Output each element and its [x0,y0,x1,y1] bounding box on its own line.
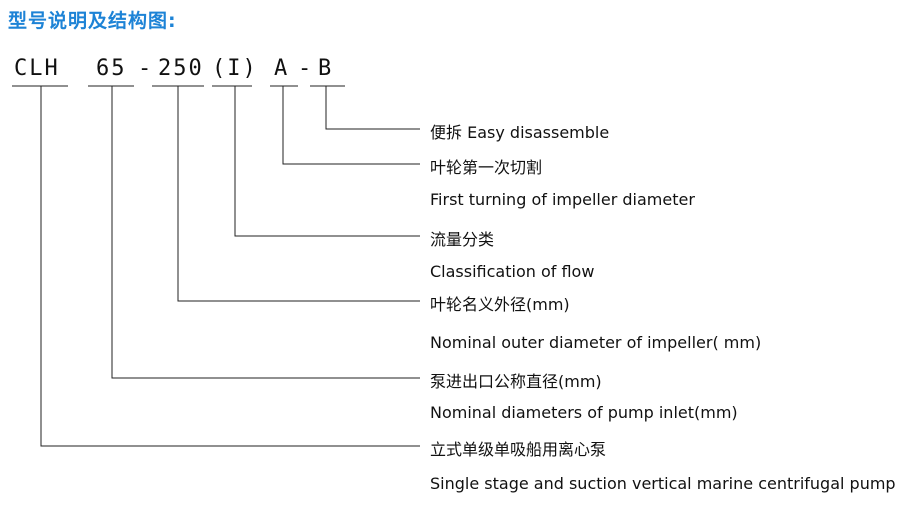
code-separator: - [298,56,312,81]
code-separator: - [138,56,152,81]
code-clh: CLH [14,56,60,81]
label-type-en: Single stage and suction vertical marine… [430,474,896,493]
label-zh: 便拆 [430,123,463,142]
leader-inlet [111,86,420,379]
label-flow-en: Classification of flow [430,262,595,281]
label-cut-en: First turning of impeller diameter [430,190,695,209]
label-flow-zh: 流量分类 [430,230,495,249]
leader-disassemble [325,86,420,130]
label-disassemble: 便拆 Easy disassemble [430,119,609,143]
label-cut-zh: 叶轮第一次切割 [430,158,543,177]
label-diameter-zh: 叶轮名义外径(mm) [430,295,570,314]
code-flow-class: (I) [212,56,258,81]
leader-diameter [177,86,420,302]
code-diameter: 250 [158,56,204,81]
label-en: Easy disassemble [467,123,610,142]
code-cut: A [274,56,290,81]
label-diameter-en: Nominal outer diameter of impeller( mm) [430,333,762,352]
page-title: 型号说明及结构图: [8,10,177,32]
label-inlet-en: Nominal diameters of pump inlet(mm) [430,403,738,422]
leader-clh [40,86,420,447]
leader-flow [234,86,420,237]
leader-cut [282,86,420,165]
code-inlet: 65 [96,56,127,81]
code-disassemble: B [318,56,334,81]
label-inlet-zh: 泵进出口公称直径(mm) [430,372,602,391]
label-type-zh: 立式单级单吸船用离心泵 [430,440,607,459]
